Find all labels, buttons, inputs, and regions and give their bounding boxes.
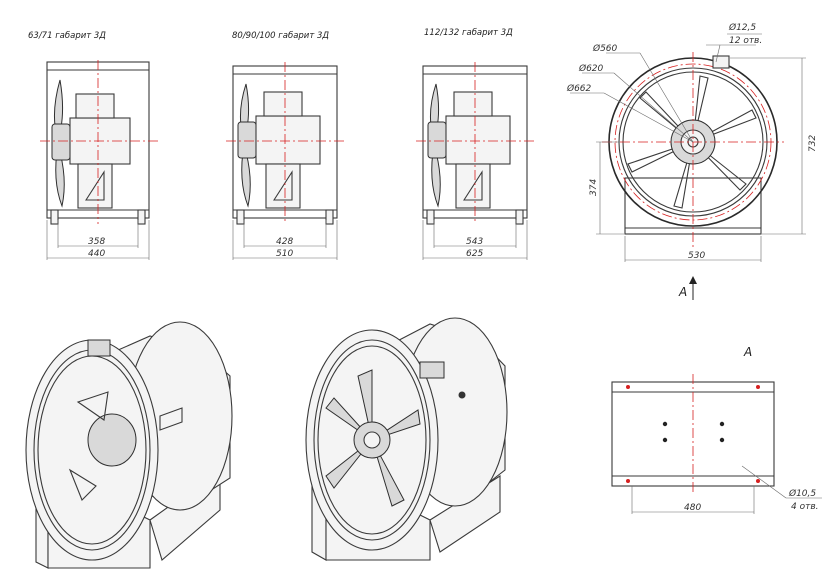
view-arrow-label: A [678,285,687,299]
view-title: 112/132 габарит 3Д [424,28,513,38]
motor-body [445,115,511,165]
label-d662: Ø662 [566,83,592,94]
label-d560: Ø560 [592,43,618,54]
dim-outer: 510 [276,249,293,259]
view-title: 63/71 габарит 3Д [28,31,106,41]
dim-inner: 358 [88,237,105,247]
front-view-63-71: 63/71 габарит 3Д 358 440 [28,31,158,260]
dim-outer: 625 [466,249,483,259]
dim-outer: 440 [88,249,105,259]
dim-height-axis: 374 [589,179,599,196]
motor-body [255,115,321,165]
dim-inner: 543 [466,237,483,247]
dim-width-base: 530 [688,251,705,261]
view-a-label: A [743,345,752,359]
isometric-view-right [305,317,508,561]
side-view: Ø560 Ø620 Ø662 Ø12,5 12 отв. 732 374 530… [566,22,818,300]
impeller [627,75,757,209]
dim-inner: 428 [276,237,293,247]
view-a: A 480 Ø10,5 4 отв. [611,345,822,514]
dim-height-total: 732 [808,135,818,152]
front-view-80-90-100: 80/90/100 габарит 3Д 428 510 [226,31,346,260]
isometric-view-left [25,321,233,569]
label-hole-count: 12 отв. [729,36,762,46]
front-view-112-132: 112/132 габарит 3Д 543 625 [416,28,536,260]
label-hole-count: 4 отв. [791,502,819,512]
dim-width: 480 [684,503,701,513]
label-hole-diameter: Ø10,5 [788,488,816,499]
label-hole-diameter: Ø12,5 [728,22,756,33]
label-d620: Ø620 [578,63,604,74]
view-title: 80/90/100 габарит 3Д [232,31,329,41]
